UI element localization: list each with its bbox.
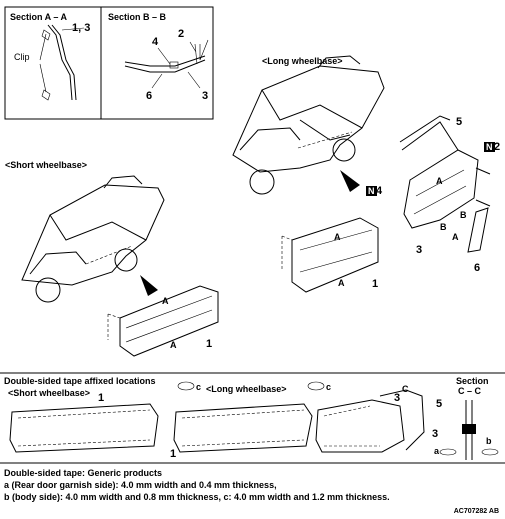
tape-part-1b: 1: [170, 448, 177, 460]
long-n-badge-4: N: [366, 186, 377, 196]
notes-line-3: b (body side): 4.0 mm width and 0.8 mm t…: [4, 492, 390, 502]
long-n-badge-2: N: [484, 142, 495, 152]
marker-a-long-1: A: [436, 176, 443, 186]
marker-a-long-2: A: [452, 232, 459, 242]
tape-c-3: C: [402, 384, 409, 394]
section-bb-label-2: 2: [178, 28, 185, 40]
notes-line-2: a (Rear door garnish side): 4.0 mm width…: [4, 480, 277, 490]
section-bb-label-3: 3: [202, 90, 209, 102]
long-part-2: 2: [494, 141, 501, 153]
section-bb-title: Section B – B: [108, 12, 167, 22]
notes-line-1: Double-sided tape: Generic products: [4, 468, 163, 478]
tape-part-3: 3: [394, 392, 401, 404]
section-aa-clip-label: Clip: [14, 52, 30, 62]
tape-b-label: b: [486, 436, 492, 446]
marker-b-long-1: B: [440, 222, 447, 232]
tape-part-1a: 1: [98, 392, 105, 404]
tape-heading: Double-sided tape affixed locations: [4, 376, 156, 386]
tape-a-label: a: [434, 446, 440, 456]
tape-c-2: c: [326, 382, 332, 392]
tape-short-label: <Short wheelbase>: [8, 388, 91, 398]
marker-a-short-2: A: [170, 340, 177, 350]
section-cc-title: Section: [456, 376, 489, 386]
marker-a-short-1: A: [162, 296, 169, 306]
tape-part-5: 5: [436, 398, 443, 410]
figure-id: AC707282 AB: [453, 508, 499, 515]
section-bb-label-4: 4: [152, 36, 159, 48]
long-wheelbase-label: <Long wheelbase>: [262, 56, 343, 66]
marker-a-long-panel-2: A: [338, 278, 345, 288]
long-part-6: 6: [474, 262, 481, 274]
long-part-5: 5: [456, 116, 463, 128]
long-part-4: 4: [376, 185, 383, 197]
short-part-1: 1: [206, 338, 213, 350]
long-part-3: 3: [416, 244, 423, 256]
marker-a-long-panel-1: A: [334, 232, 341, 242]
tape-long-label: <Long wheelbase>: [206, 384, 287, 394]
section-bb-label-6: 6: [146, 90, 153, 102]
section-cc-sub: C – C: [458, 386, 482, 396]
tape-part-3b: 3: [432, 428, 439, 440]
short-wheelbase-label: <Short wheelbase>: [5, 160, 88, 170]
marker-b-long-2: B: [460, 210, 467, 220]
section-aa-title: Section A – A: [10, 12, 68, 22]
section-aa-callout: 1, 3: [72, 22, 91, 34]
tape-c-1: c: [196, 382, 202, 392]
long-part-1: 1: [372, 278, 379, 290]
